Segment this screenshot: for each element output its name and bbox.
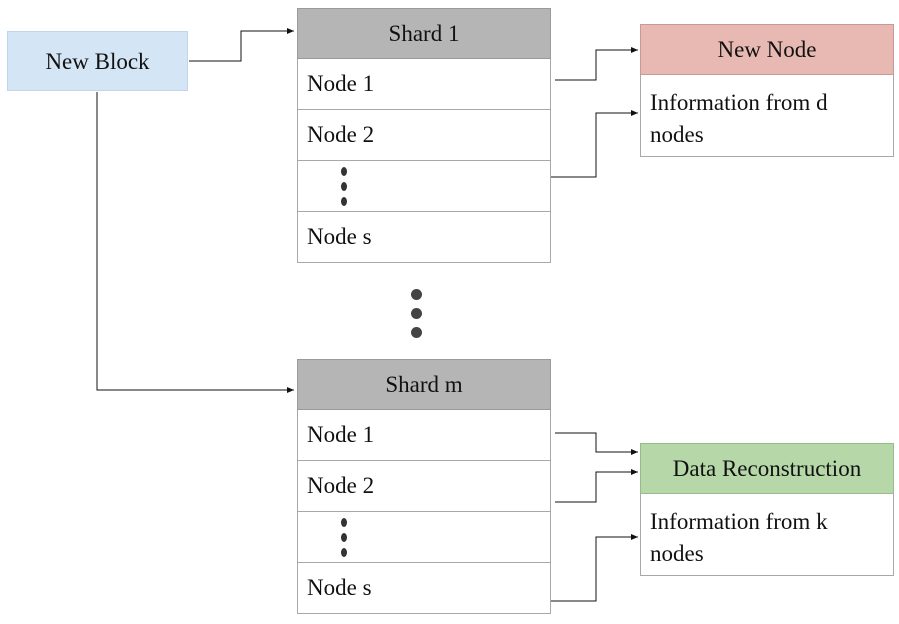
new-node-box: New Node Information from d nodes	[640, 24, 894, 157]
shard-m-header: Shard m	[297, 359, 551, 410]
new-node-header: New Node	[640, 24, 894, 75]
new-node-body: Information from d nodes	[640, 75, 894, 157]
data-reconstruction-box: Data Reconstruction Information from k n…	[640, 443, 894, 576]
row-label: Node 2	[307, 122, 375, 147]
data-reconstruction-body: Information from k nodes	[640, 494, 894, 576]
shard-1-header: Shard 1	[297, 8, 551, 59]
new-block-node: New Block	[7, 31, 188, 91]
shard-m-row-node-2: Node 2	[297, 461, 551, 512]
new-block-label: New Block	[45, 48, 150, 74]
row-label: Node s	[307, 575, 372, 600]
shard-1-row-ellipsis	[297, 161, 551, 212]
shard-1-table: Shard 1 Node 1 Node 2 Node s	[297, 8, 551, 263]
row-label: Node 1	[307, 422, 375, 447]
vertical-ellipsis-icon	[341, 517, 347, 557]
row-label: Node s	[307, 224, 372, 249]
shard-m-row-node-s: Node s	[297, 563, 551, 614]
shard-1-row-node-2: Node 2	[297, 110, 551, 161]
arrow-shardm-nodes-to-reconstruction	[551, 534, 638, 602]
vertical-ellipsis-icon	[341, 166, 347, 206]
arrow-shard1-ellipsis-to-new-node	[551, 110, 638, 178]
arrow-shardm-node2-to-reconstruction	[555, 469, 638, 503]
row-label: Node 2	[307, 473, 375, 498]
arrow-newblock-to-shard-1	[189, 28, 294, 62]
arrow-shardm-node1-to-reconstruction	[555, 432, 638, 455]
shard-1-row-node-s: Node s	[297, 212, 551, 263]
shard-m-table: Shard m Node 1 Node 2 Node s	[297, 359, 551, 614]
shard-m-row-ellipsis	[297, 512, 551, 563]
shard-ellipsis-icon	[411, 289, 422, 338]
shard-1-row-node-1: Node 1	[297, 59, 551, 110]
arrow-newblock-to-shard-m	[96, 92, 294, 393]
arrow-shard1-node1-to-new-node	[555, 47, 638, 81]
shard-m-row-node-1: Node 1	[297, 410, 551, 461]
data-reconstruction-header: Data Reconstruction	[640, 443, 894, 494]
row-label: Node 1	[307, 71, 375, 96]
